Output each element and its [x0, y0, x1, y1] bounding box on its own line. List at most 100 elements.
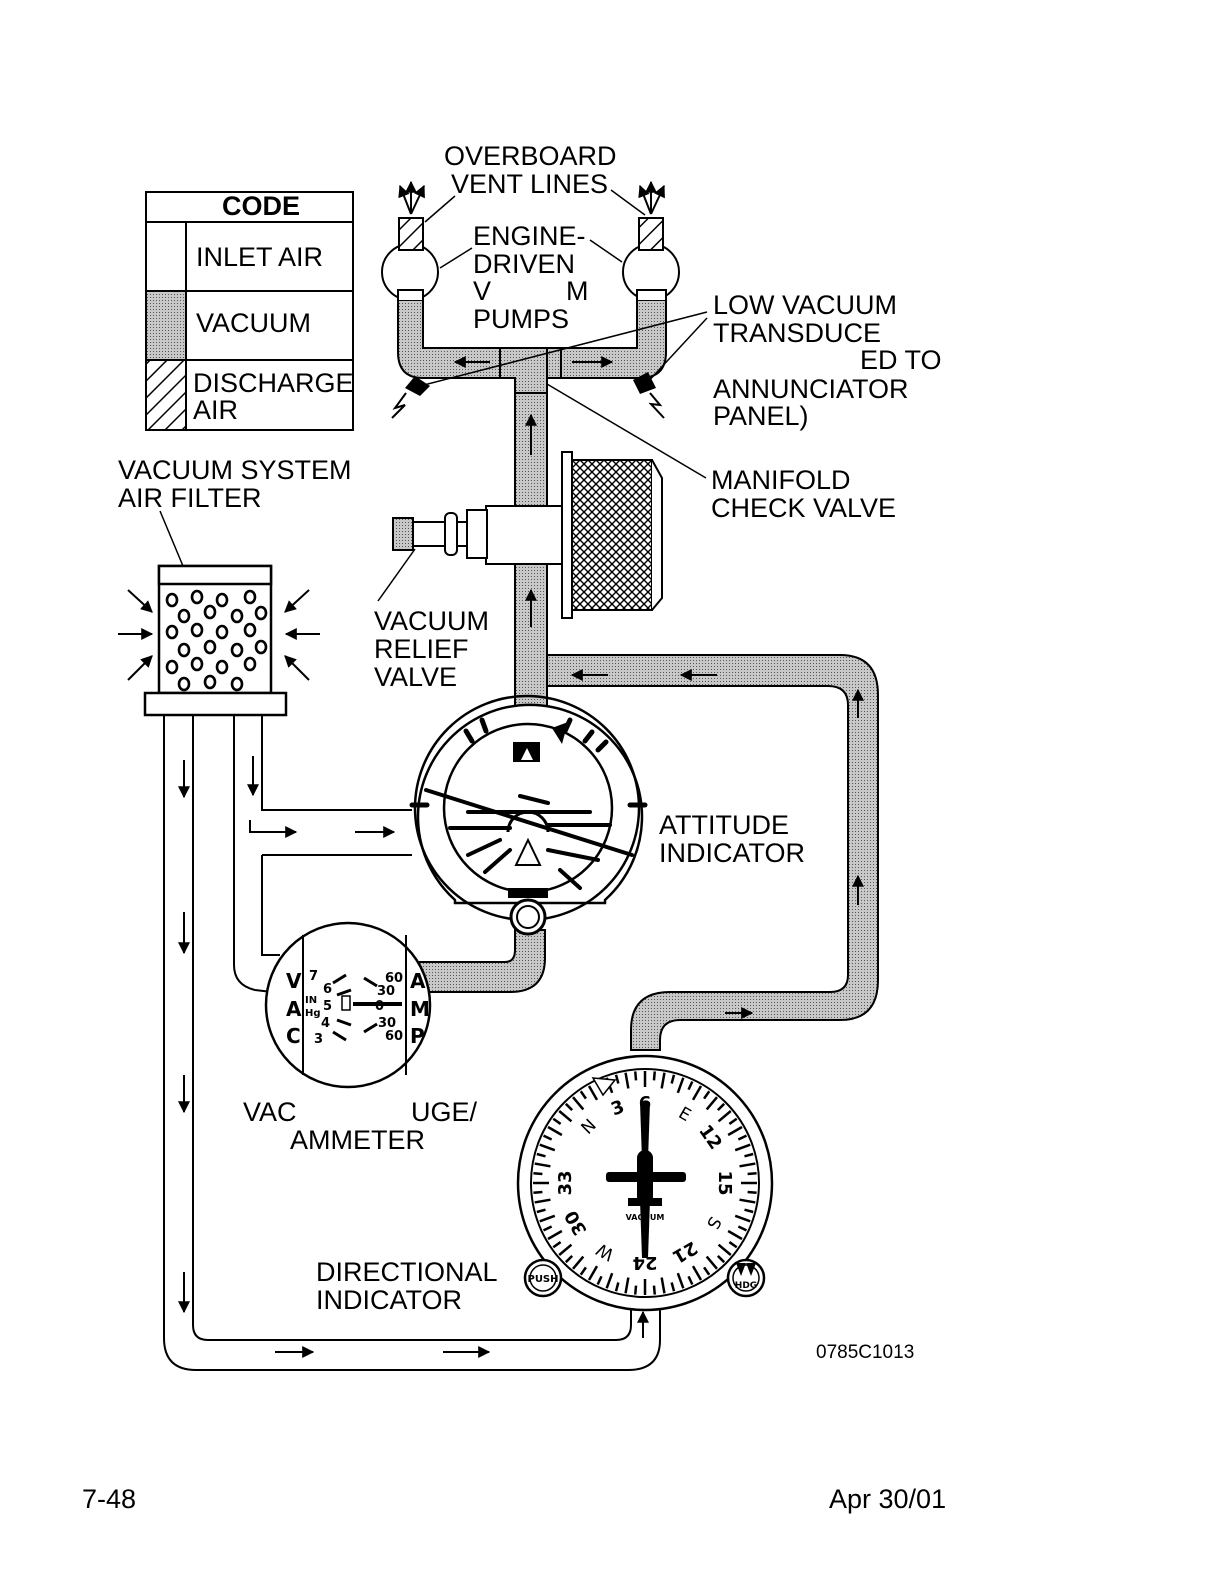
- vac-letter-a: A: [286, 997, 302, 1021]
- engine-driven-pumps-2: DRIVEN: [473, 249, 575, 279]
- legend-discharge-air-line1: DISCHARGE: [193, 368, 354, 398]
- di-tick: [676, 1272, 685, 1289]
- di-tick: [624, 1277, 630, 1294]
- di-label-33: 33: [555, 1170, 576, 1195]
- vac-letter-c: C: [286, 1024, 301, 1048]
- di-tick: [703, 1090, 711, 1100]
- di-tick: [670, 1074, 676, 1084]
- di-tick: [717, 1110, 732, 1123]
- legend-vacuum: VACUUM: [196, 308, 311, 338]
- amp-letter-m: M: [410, 997, 430, 1021]
- di-tick: [652, 1071, 657, 1081]
- di-tick: [747, 1171, 757, 1176]
- di-tick: [660, 1072, 666, 1089]
- directional-indicator-2: INDICATOR: [316, 1285, 462, 1315]
- discharge-air-swatch: [147, 361, 185, 429]
- vacuum-system-air-filter: [118, 564, 320, 717]
- attitude-indicator: VACUUM: [409, 694, 648, 936]
- attitude-indicator-2: INDICATOR: [659, 838, 805, 868]
- di-tick: [533, 1171, 543, 1176]
- directional-indicator: N36E1215S2124W3033 VACUUM PUSH HDG: [516, 1054, 774, 1312]
- vac-gauge-label-right: UGE/: [411, 1097, 478, 1127]
- di-tick: [747, 1190, 757, 1195]
- vac-scale-7: 7: [309, 969, 318, 984]
- di-tick: [534, 1162, 551, 1168]
- di-tick: [737, 1134, 748, 1141]
- legend-title: CODE: [222, 191, 300, 221]
- amp-letter-a: A: [410, 969, 426, 993]
- di-tick: [533, 1190, 543, 1195]
- di-tick: [670, 1282, 676, 1292]
- di-tick: [744, 1152, 754, 1158]
- amp-scale-0: 0: [375, 999, 384, 1014]
- di-tick: [552, 1117, 562, 1125]
- di-tick: [587, 1085, 599, 1101]
- vac-scale-4: 4: [321, 1016, 330, 1031]
- di-tick: [687, 1080, 694, 1091]
- di-tick: [596, 1275, 603, 1286]
- di-tick: [539, 1214, 556, 1223]
- amp-scale-60-top: 60: [385, 971, 403, 986]
- overboard-vent-lines-2: VENT LINES: [451, 169, 608, 199]
- di-tick: [547, 1229, 563, 1241]
- di-tick: [660, 1277, 666, 1294]
- di-tick: [633, 1285, 638, 1295]
- di-tick: [734, 1143, 751, 1152]
- attitude-caption: VACUUM: [511, 890, 545, 898]
- inlet-air-lines: [163, 716, 661, 1371]
- vac-gauge-label-2: AMMETER: [290, 1125, 425, 1155]
- di-tick: [705, 1096, 718, 1111]
- right-vacuum-pump: [622, 217, 680, 301]
- di-tick: [534, 1198, 551, 1204]
- di-tick: [727, 1125, 743, 1137]
- di-label-24: 24: [632, 1252, 657, 1273]
- low-vacuum-transducer-3: ED TO: [860, 345, 942, 375]
- di-tick: [728, 1241, 738, 1249]
- page-number: 7-48: [82, 1484, 137, 1514]
- di-tick: [558, 1243, 573, 1256]
- di-tick: [614, 1282, 620, 1292]
- di-tick: [536, 1208, 546, 1214]
- manifold-check-valve-2: CHECK VALVE: [711, 493, 896, 523]
- di-tick: [552, 1241, 562, 1249]
- di-tick: [587, 1265, 599, 1281]
- vacuum-swatch: [147, 292, 185, 359]
- di-tick: [624, 1072, 630, 1089]
- low-vacuum-transducer-2: TRANSDUCE: [713, 318, 881, 348]
- di-tick: [558, 1110, 573, 1123]
- di-tick: [703, 1266, 711, 1276]
- air-filter-label-1: VACUUM SYSTEM: [118, 455, 352, 485]
- di-tick: [564, 1102, 574, 1112]
- di-tick: [614, 1074, 620, 1084]
- di-tick: [705, 1255, 718, 1270]
- air-filter-label-2: AIR FILTER: [118, 483, 262, 513]
- vacuum-relief-valve-1: VACUUM: [374, 606, 489, 636]
- di-tick: [652, 1285, 657, 1295]
- amp-scale-60-bottom: 60: [385, 1029, 403, 1044]
- legend: CODE INLET AIR VACUUM DISCHARGE AIR: [145, 191, 354, 431]
- di-tick: [687, 1275, 694, 1286]
- di-tick: [728, 1117, 738, 1125]
- di-caption: VACUUM: [626, 1213, 665, 1222]
- vacuum-relief-valve: [392, 509, 488, 559]
- di-tick: [536, 1152, 546, 1158]
- engine-driven-pumps-3: V M: [473, 276, 589, 306]
- attitude-adjust-knob: [509, 898, 547, 936]
- di-tick: [717, 1243, 732, 1256]
- diagram-labels: OVERBOARD VENT LINES ENGINE- DRIVEN V M …: [118, 141, 942, 1363]
- di-tick: [633, 1071, 638, 1081]
- overboard-vent-lines-1: OVERBOARD: [444, 141, 617, 171]
- vacuum-relief-valve-3: VALVE: [374, 662, 457, 692]
- vacuum-flow-arrows: [453, 356, 864, 1019]
- low-vacuum-transducer-4: ANNUNCIATOR: [713, 374, 909, 404]
- di-tick: [542, 1225, 553, 1232]
- di-tick: [734, 1214, 751, 1223]
- leader-lines: [159, 189, 708, 602]
- inlet-flow-arrows: [178, 756, 649, 1358]
- engine-driven-pumps-1: ENGINE-: [473, 221, 586, 251]
- low-vacuum-transducer-1: LOW VACUUM: [713, 290, 897, 320]
- di-tick: [605, 1272, 614, 1289]
- vac-gauge-label-left: VAC: [243, 1097, 297, 1127]
- manifold-check-valve-1: MANIFOLD: [711, 465, 851, 495]
- di-tick: [716, 1102, 726, 1112]
